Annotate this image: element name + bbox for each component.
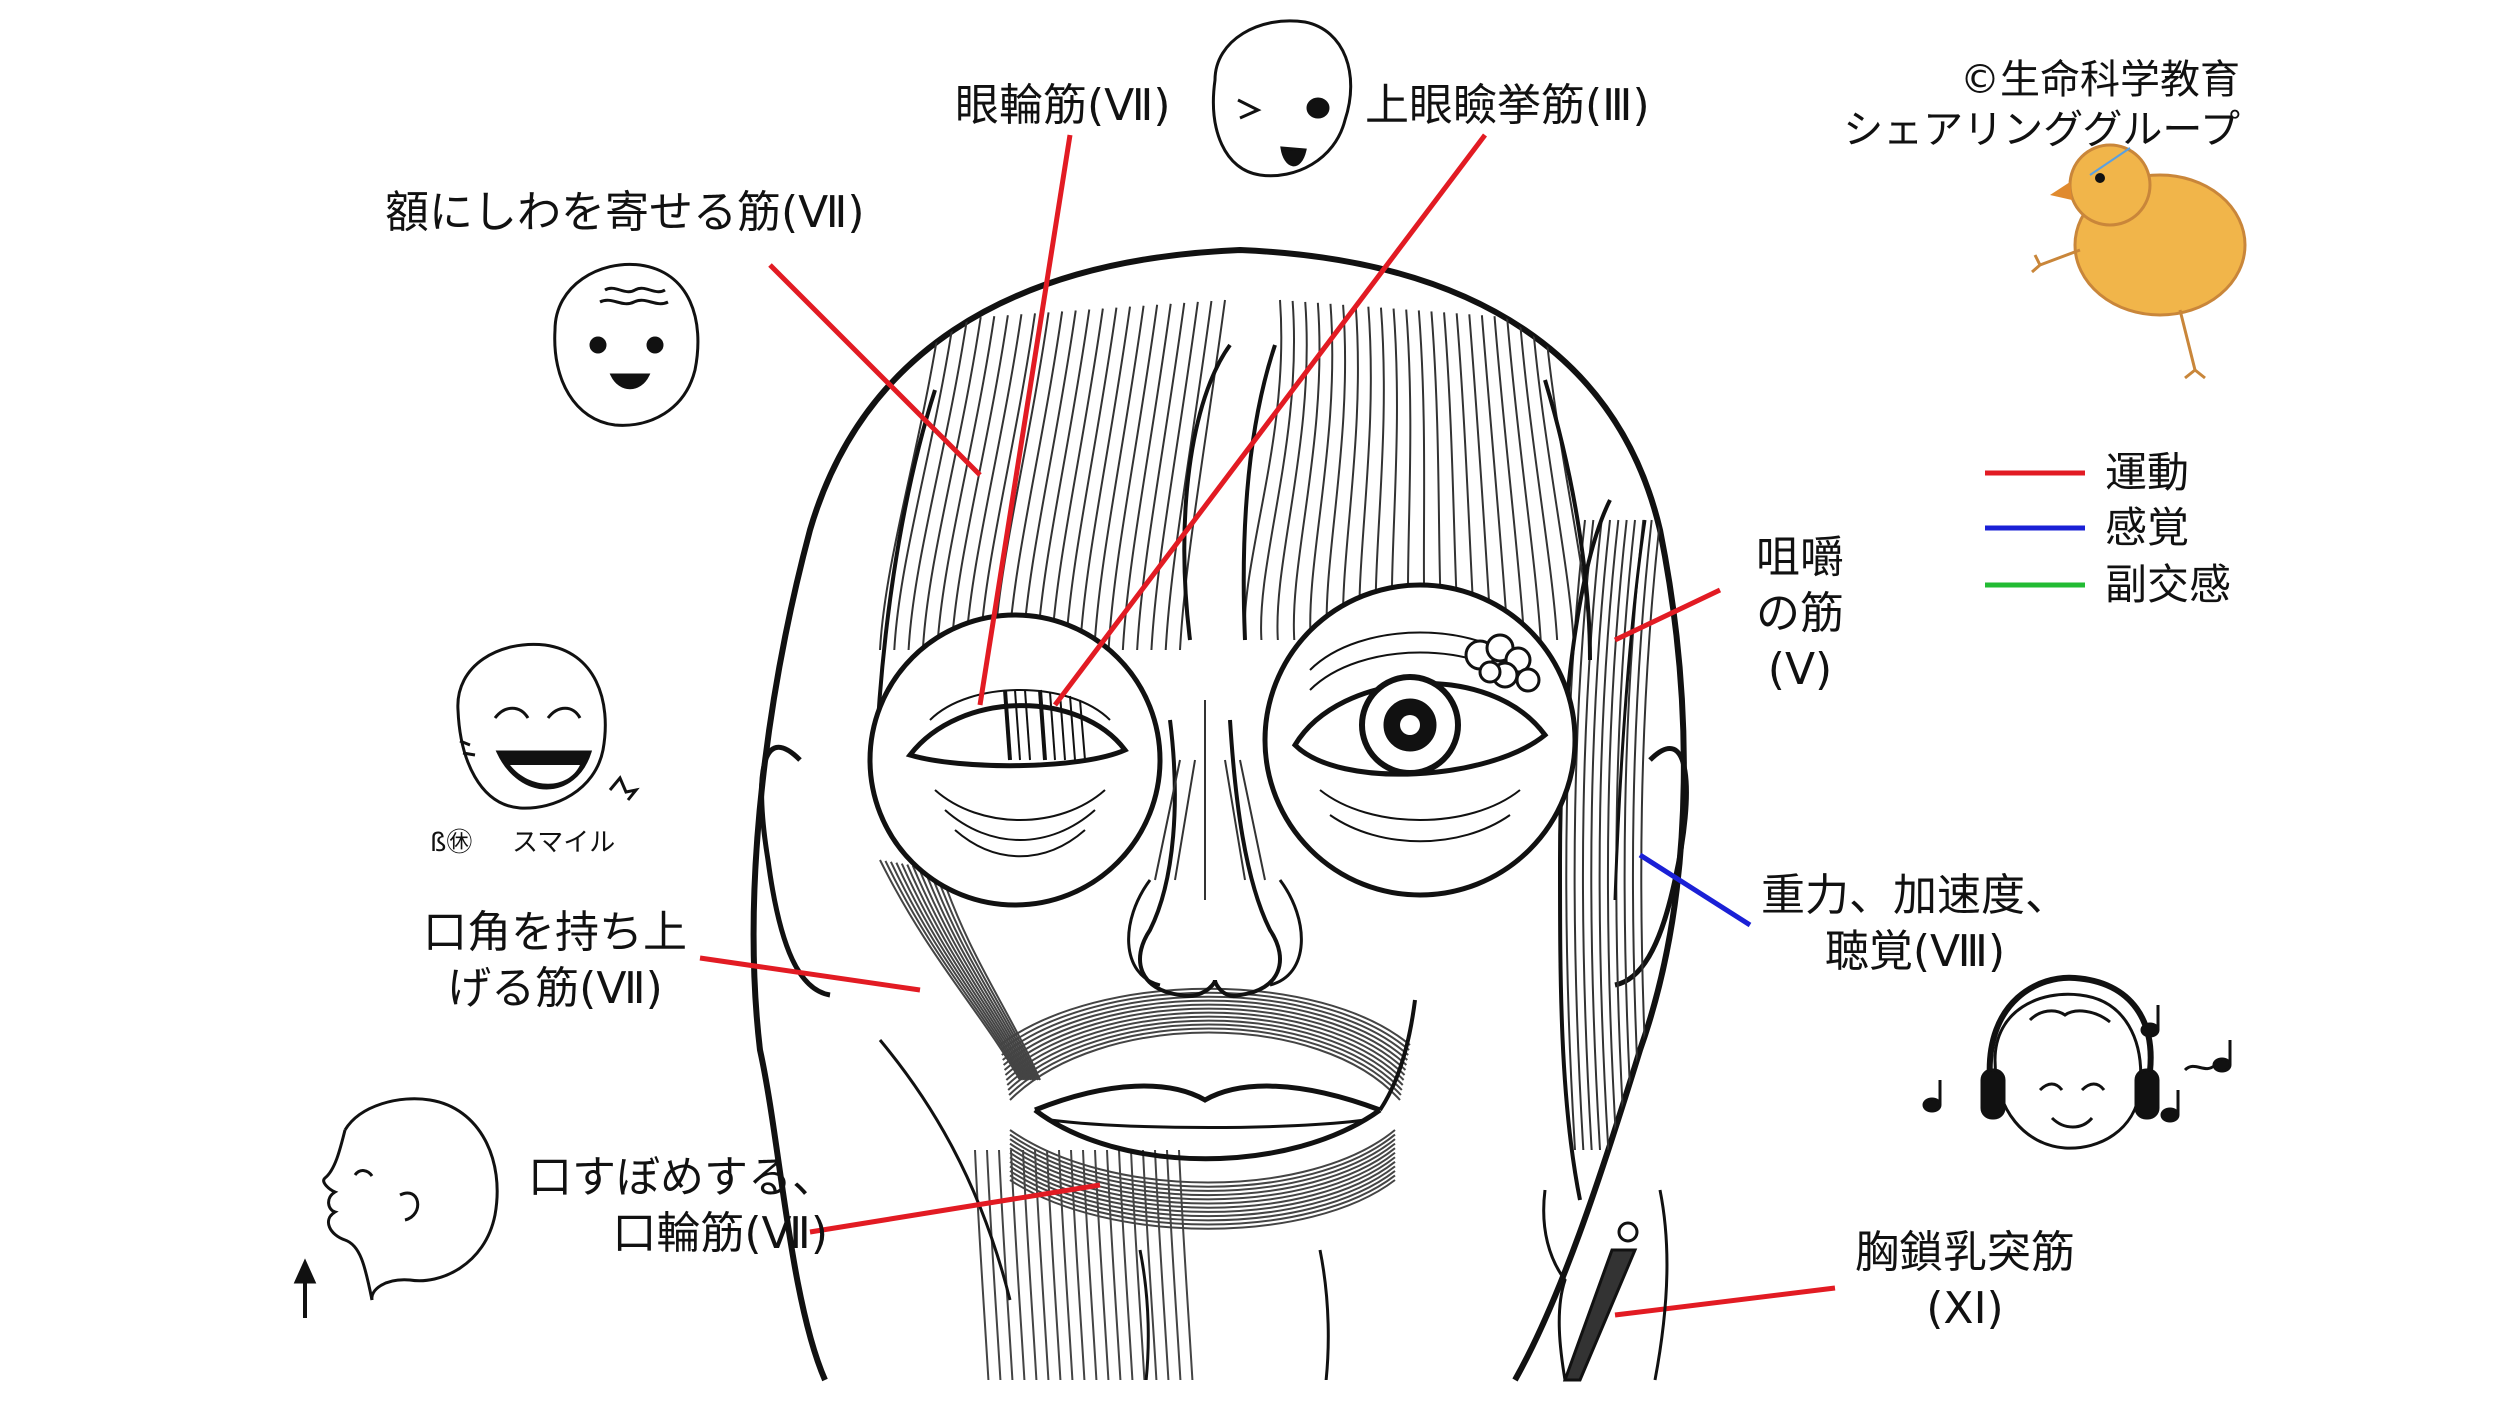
line-masticatory [1613,587,1722,643]
neck-muscle-icon [1542,1189,1669,1382]
legend-swatches [1985,470,2085,588]
label-mouth-corner-line2: げる筋(Ⅶ) [447,963,663,1014]
label-masticatory-line1: 咀嚼 [1756,532,1844,583]
label-mouth-corner: 口角を持ち上 げる筋(Ⅶ) [410,905,700,1017]
connector-lines [699,133,1836,1318]
label-scm-line1: 胸鎖乳突筋 [1855,1227,2075,1278]
line-orbicularis-oculi [977,134,1073,706]
legend-label-sensory: 感覚 [2105,503,2190,552]
legend-label-motor: 運動 [2105,448,2190,497]
line-scm [1614,1285,1836,1318]
label-orbicularis-oculi: 眼輪筋(Ⅶ) [955,80,1171,131]
label-scribble-caption: ß㊡ [430,828,473,858]
right-eye-region [1262,582,1578,898]
label-orbicularis-oris-line2: 口輪筋(Ⅶ) [612,1208,828,1259]
line-mouth-corner [699,955,921,993]
label-scm-line2: (ⅩⅠ) [1926,1283,2004,1334]
label-gravity: 重力、加速度、 聴覚(Ⅷ) [1745,868,2085,980]
label-scm: 胸鎖乳突筋 (ⅩⅠ) [1830,1225,2100,1337]
face-profile-icon [293,1097,499,1318]
line-orbicularis-oris [809,1182,1101,1235]
label-orbicularis-oris: 口すぼめする、 口輪筋(Ⅶ) [528,1150,836,1262]
mouth [1033,999,1417,1162]
music-note-icon [1922,1005,2232,1123]
label-orbicularis-oris-line1: 口すぼめする、 [528,1152,836,1203]
label-masticatory-line2: の筋 [1756,588,1844,639]
line-levator [1053,133,1487,707]
face-forehead-icon [553,262,700,427]
label-levator-palpebrae: 上眼瞼挙筋(Ⅲ) [1365,80,1650,131]
label-forehead-muscle: 額にしわを寄せる筋(Ⅶ) [385,187,865,238]
face-headphones-icon [1980,974,2160,1150]
label-masticatory-line3: (Ⅴ) [1767,644,1833,695]
line-gravity [1638,852,1752,928]
label-masticatory: 咀嚼 の筋 (Ⅴ) [1730,530,1870,698]
chick-icon [2031,143,2247,380]
label-gravity-line2: 聴覚(Ⅷ) [1824,926,2006,977]
label-gravity-line1: 重力、加速度、 [1761,870,2069,921]
credit-line1: ©生命科学教育 [1960,57,2240,103]
label-mouth-corner-line1: 口角を持ち上 [423,907,687,958]
legend-label-parasympathetic: 副交感 [2105,560,2232,609]
credit: ©生命科学教育 シェアリンググループ [1790,55,2240,155]
face-smile-icon [456,642,640,810]
line-forehead [768,263,982,477]
face-wink-icon [1211,19,1353,178]
label-smile-caption: スマイル [512,828,616,858]
credit-line2: シェアリンググループ [1843,107,2240,153]
face-outline [750,246,1689,1382]
left-eye-region [867,612,1163,908]
